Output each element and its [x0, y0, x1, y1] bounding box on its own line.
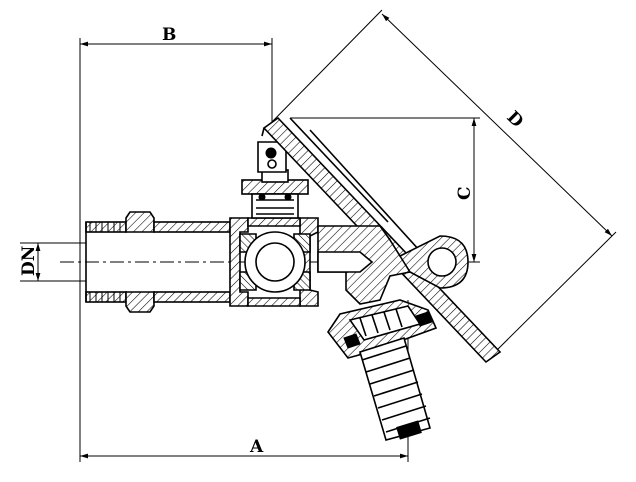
valve-body — [229, 217, 319, 307]
dimension-a: A — [80, 437, 408, 459]
dimension-label-b: B — [162, 25, 176, 45]
hose-union — [327, 299, 438, 359]
valve-stem — [241, 169, 309, 219]
outlet-body — [317, 225, 469, 305]
lever-handle — [257, 141, 287, 173]
hex-nut — [125, 211, 155, 313]
dimension-d: D — [381, 13, 613, 237]
inlet-pipe — [85, 221, 230, 303]
hose-barb — [359, 336, 431, 441]
dimension-dn: DN — [19, 243, 41, 281]
dimension-label-dn: DN — [19, 246, 39, 276]
dimension-label-d: D — [502, 107, 527, 132]
dimension-label-c: C — [455, 186, 475, 200]
dimension-b: B — [80, 25, 272, 47]
dimension-label-a: A — [249, 437, 264, 457]
